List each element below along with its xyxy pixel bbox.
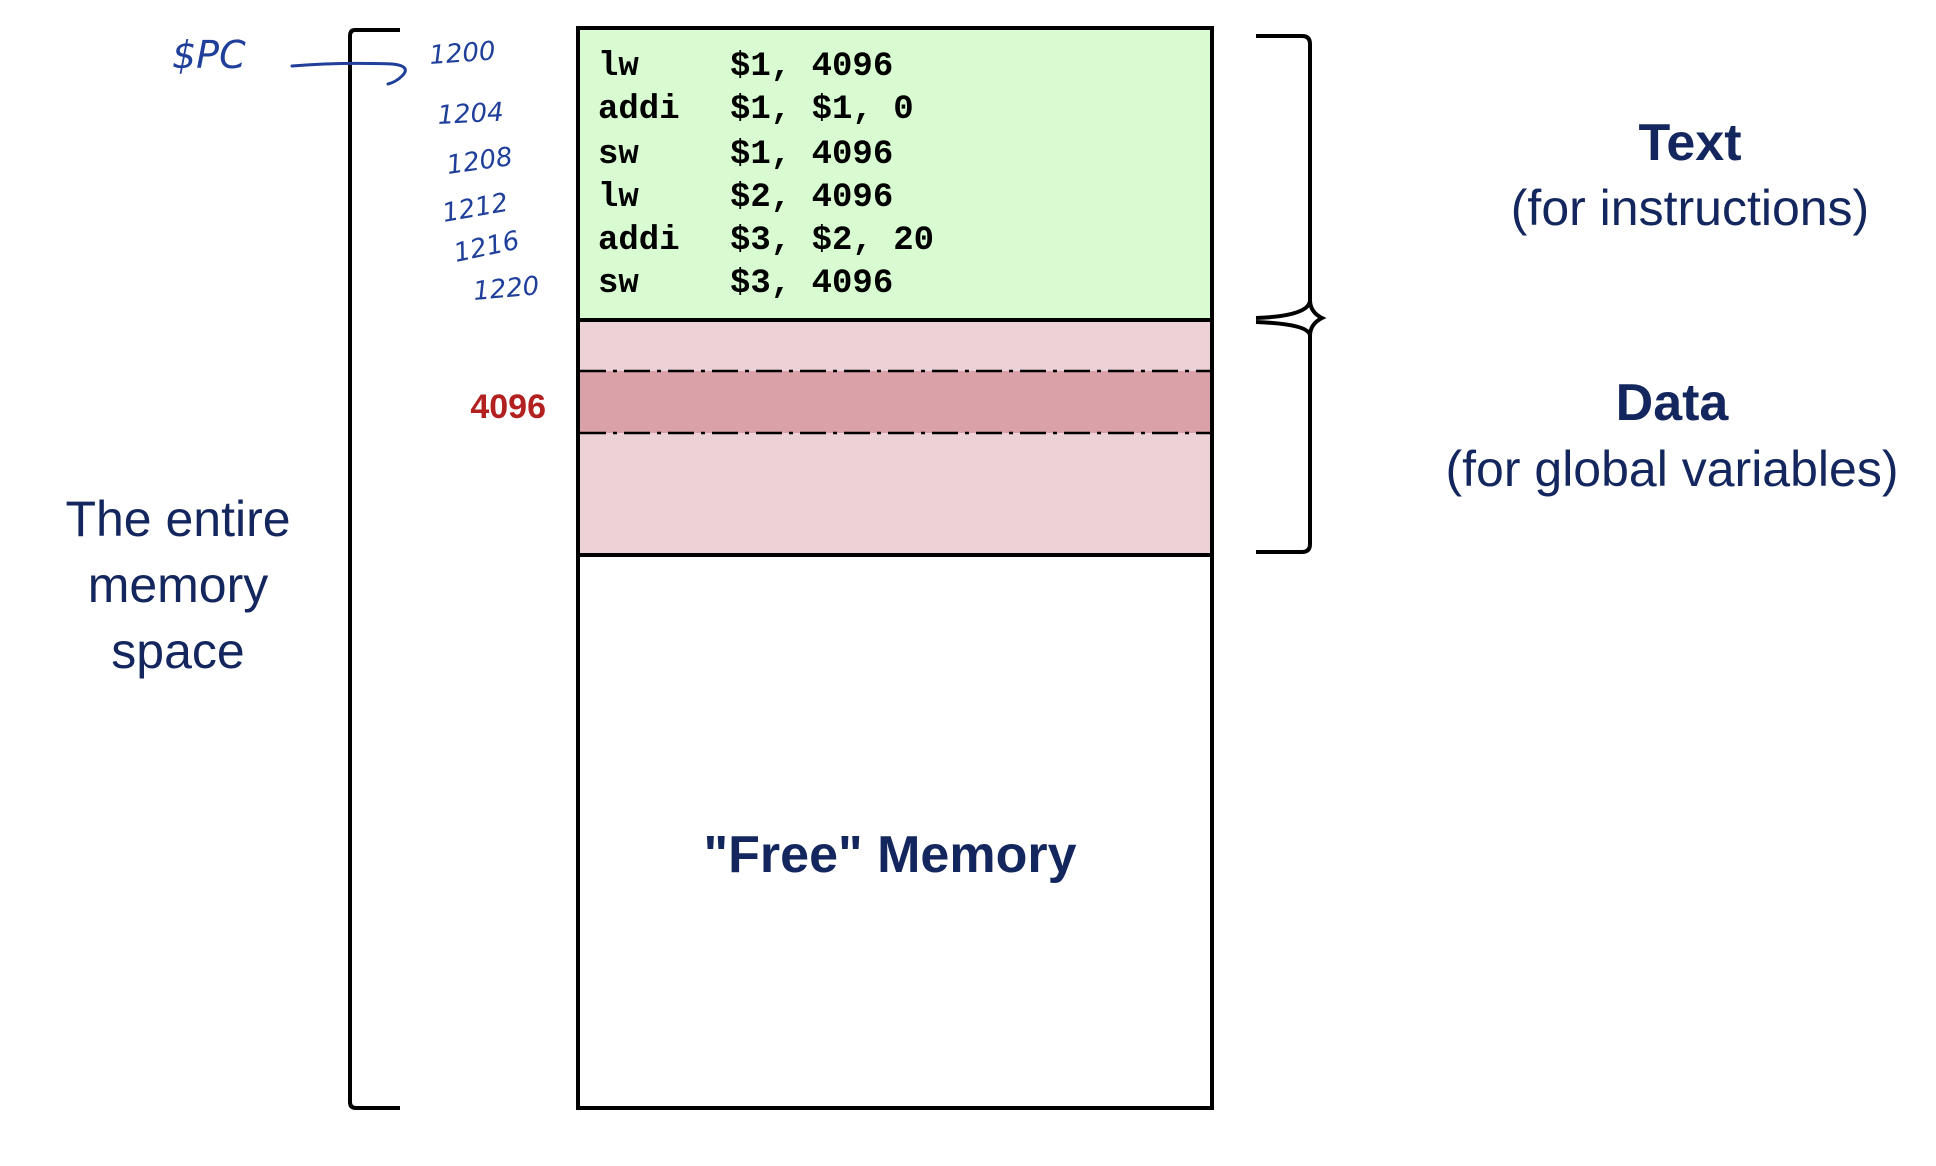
- pc-label: $PC: [172, 33, 246, 77]
- instruction-args: $3, $2, 20: [730, 222, 934, 260]
- memory-space-label-line: memory: [88, 557, 269, 613]
- pc-arrow-icon: [290, 61, 407, 86]
- instruction-op: addi: [598, 91, 680, 129]
- address-annotation: 1220: [472, 271, 541, 307]
- address-annotation: 1216: [451, 226, 522, 269]
- address-annotation: 1208: [445, 142, 515, 181]
- address-annotation: 1204: [437, 98, 505, 131]
- text-segment-bracket: [1256, 34, 1327, 337]
- instruction-args: $1, 4096: [730, 48, 893, 86]
- data-segment-title: Data: [1616, 374, 1730, 432]
- instruction-args: $1, 4096: [730, 136, 893, 174]
- instruction-op: sw: [598, 265, 639, 303]
- memory-space-bracket: [348, 28, 400, 1110]
- instruction-list: lw $1, 4096 addi $1, $1, 0 sw $1, 4096 l…: [598, 48, 934, 303]
- instruction-op: sw: [598, 136, 639, 174]
- text-segment-bracket-bottom: [1255, 299, 1312, 320]
- data-segment-subtitle: (for global variables): [1446, 441, 1899, 497]
- memory-space-label-line: The entire: [65, 491, 290, 547]
- address-annotation: 1200: [428, 36, 496, 71]
- instruction-args: $1, $1, 0: [730, 91, 914, 129]
- text-segment-title: Text: [1638, 114, 1741, 172]
- instruction-args: $2, 4096: [730, 179, 893, 217]
- text-segment-subtitle: (for instructions): [1511, 180, 1869, 236]
- data-variable-highlight: [580, 371, 1210, 433]
- free-memory-block: [576, 553, 1214, 1110]
- instruction-op: lw: [598, 179, 639, 217]
- address-annotation: 1212: [440, 188, 510, 229]
- data-segment-bracket: [1255, 320, 1312, 554]
- data-address-label: 4096: [470, 388, 546, 426]
- instruction-op: addi: [598, 222, 680, 260]
- instruction-op: lw: [598, 48, 639, 86]
- instruction-args: $3, 4096: [730, 265, 893, 303]
- text-segment-block: [576, 26, 1214, 322]
- free-memory-label: "Free" Memory: [704, 826, 1077, 884]
- data-segment-block: [576, 318, 1214, 557]
- memory-space-label-line: space: [111, 623, 244, 679]
